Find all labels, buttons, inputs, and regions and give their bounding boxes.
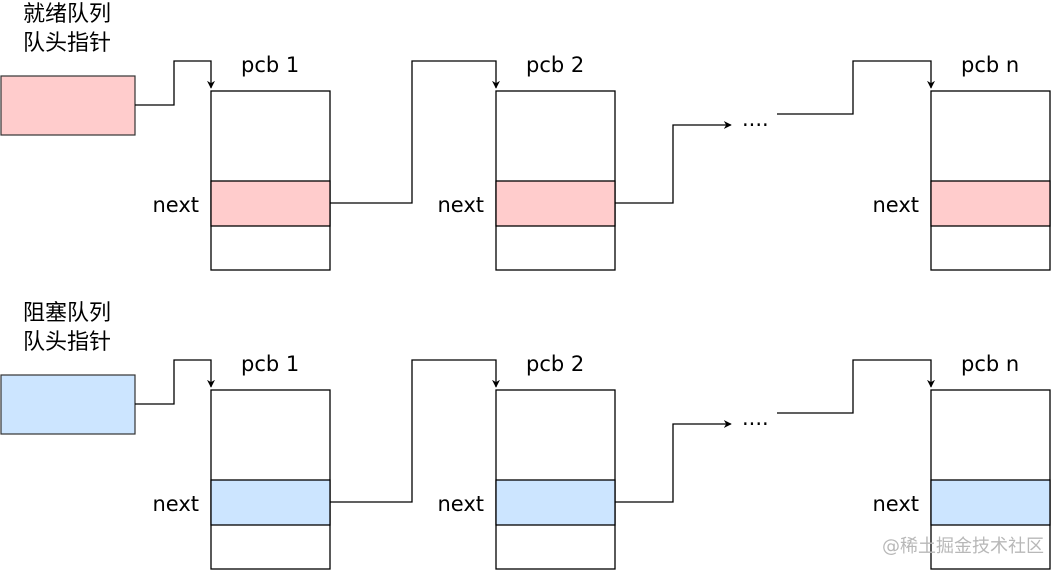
next-pointer-arrow	[615, 420, 732, 503]
head-label-line: 队头指针	[23, 330, 111, 355]
watermark: @稀土掘金技术社区	[882, 536, 1044, 557]
next-pointer-arrow	[330, 359, 500, 503]
next-pointer-arrow	[777, 359, 935, 414]
next-pointer-arrow	[615, 121, 732, 204]
next-pointer-arrow	[330, 60, 500, 204]
head-label-line: 队头指针	[23, 31, 111, 56]
next-label: next	[872, 193, 919, 217]
ellipsis: ....	[742, 406, 769, 430]
head-connector-arrow	[135, 60, 215, 106]
next-label: next	[152, 193, 199, 217]
next-field	[210, 479, 331, 526]
next-label: next	[872, 492, 919, 516]
pcb-title: pcb 1	[241, 352, 299, 376]
next-field	[930, 180, 1051, 227]
head-label-line: 阻塞队列	[23, 301, 111, 326]
next-pointer-arrow	[777, 60, 935, 115]
pcb-title: pcb 1	[241, 53, 299, 77]
pcb-title: pcb 2	[526, 352, 584, 376]
pcb-title: pcb n	[961, 53, 1019, 77]
head-pointer-box	[0, 75, 136, 136]
pcb-title: pcb 2	[526, 53, 584, 77]
next-field	[495, 180, 616, 227]
pcb-title: pcb n	[961, 352, 1019, 376]
next-field	[495, 479, 616, 526]
next-label: next	[437, 193, 484, 217]
head-connector-arrow	[135, 359, 215, 405]
next-field	[930, 479, 1051, 526]
head-pointer-box	[0, 374, 136, 435]
ellipsis: ....	[742, 107, 769, 131]
next-label: next	[437, 492, 484, 516]
next-label: next	[152, 492, 199, 516]
head-label-line: 就绪队列	[23, 2, 111, 27]
next-field	[210, 180, 331, 227]
